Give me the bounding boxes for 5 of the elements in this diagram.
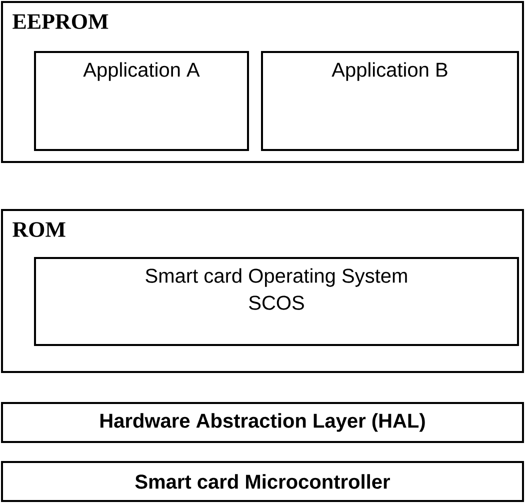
layer-bar: Hardware Abstraction Layer (HAL) — [1, 402, 524, 443]
layer-bar: Smart card Microcontroller — [1, 460, 524, 502]
application-box: Application B — [261, 51, 519, 151]
application-box: Application A — [34, 51, 249, 151]
application-box: Smart card Operating System SCOS — [34, 257, 519, 346]
